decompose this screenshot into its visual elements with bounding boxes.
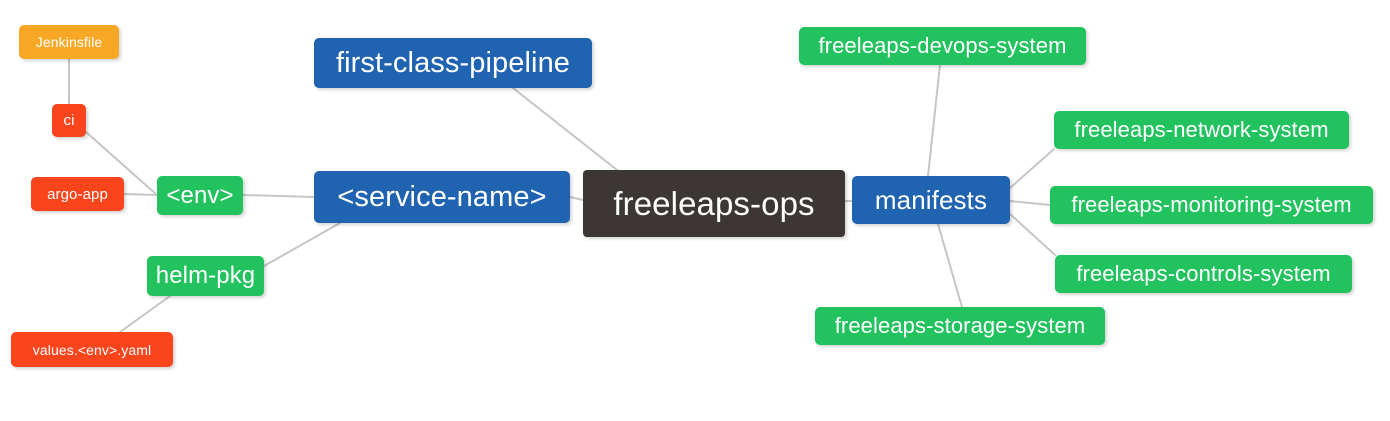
edge-manifests-to-controls-system bbox=[1009, 213, 1056, 256]
edge-values-env-yaml-to-helm-pkg bbox=[119, 295, 171, 333]
node-ci[interactable]: ci bbox=[52, 104, 86, 137]
node-service-name[interactable]: <service-name> bbox=[314, 171, 570, 223]
node-devops-system[interactable]: freeleaps-devops-system bbox=[799, 27, 1086, 65]
node-controls-system[interactable]: freeleaps-controls-system bbox=[1055, 255, 1352, 293]
edge-manifests-to-storage-system bbox=[937, 223, 963, 308]
node-argo-app[interactable]: argo-app bbox=[31, 177, 124, 211]
edge-env-to-service-name bbox=[242, 194, 315, 198]
node-freeleaps-ops[interactable]: freeleaps-ops bbox=[583, 170, 845, 237]
node-first-class-pipeline[interactable]: first-class-pipeline bbox=[314, 38, 592, 88]
edge-first-class-pipeline-to-freeleaps-ops bbox=[512, 87, 618, 171]
node-values-env-yaml[interactable]: values.<env>.yaml bbox=[11, 332, 173, 367]
edge-helm-pkg-to-service-name bbox=[263, 222, 341, 267]
edge-manifests-to-devops-system bbox=[927, 64, 941, 177]
edge-manifests-to-monitoring-system bbox=[1009, 200, 1051, 206]
node-env[interactable]: <env> bbox=[157, 176, 243, 215]
edge-manifests-to-network-system bbox=[1009, 148, 1055, 189]
node-monitoring-system[interactable]: freeleaps-monitoring-system bbox=[1050, 186, 1373, 224]
node-helm-pkg[interactable]: helm-pkg bbox=[147, 256, 264, 296]
node-network-system[interactable]: freeleaps-network-system bbox=[1054, 111, 1349, 149]
node-manifests[interactable]: manifests bbox=[852, 176, 1010, 224]
edge-service-name-to-freeleaps-ops bbox=[569, 196, 584, 201]
node-storage-system[interactable]: freeleaps-storage-system bbox=[815, 307, 1105, 345]
node-jenkinsfile[interactable]: Jenkinsfile bbox=[19, 25, 119, 59]
edge-argo-app-to-env bbox=[123, 193, 158, 196]
